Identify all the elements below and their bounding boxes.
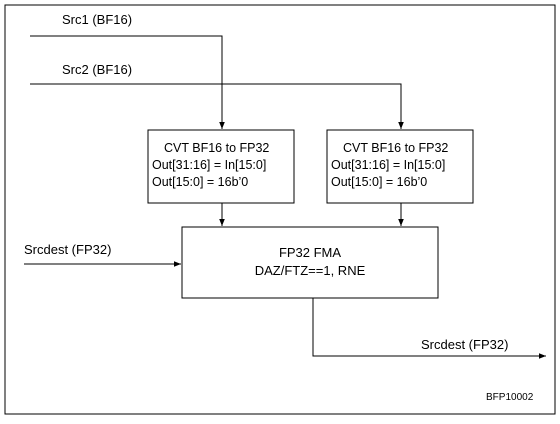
cvt-right-line2: Out[31:16] = In[15:0] [331, 158, 445, 172]
cvt-right-box [326, 129, 474, 204]
cvt-right-line1: CVT BF16 to FP32 [343, 141, 448, 155]
figure-frame [4, 4, 556, 415]
output-label: Srcdest (FP32) [421, 337, 508, 352]
figure-id: BFP10002 [486, 392, 534, 403]
src2-label: Src2 (BF16) [62, 62, 132, 77]
fma-box [181, 226, 439, 299]
cvt-left-box [147, 129, 295, 204]
src2-wire [30, 83, 404, 129]
cvt-right-line3: Out[15:0] = 16b’0 [331, 175, 427, 189]
srcdest-input-label: Srcdest (FP32) [24, 242, 111, 257]
fma-line1: FP32 FMA [279, 245, 341, 260]
fma-line2: DAZ/FTZ==1, RNE [255, 263, 366, 278]
cvt-left-line3: Out[15:0] = 16b’0 [152, 175, 248, 189]
src1-wire [30, 35, 225, 129]
cvt-left-line2: Out[31:16] = In[15:0] [152, 158, 266, 172]
src1-label: Src1 (BF16) [62, 12, 132, 27]
cvt-left-line1: CVT BF16 to FP32 [164, 141, 269, 155]
output-wire [312, 298, 546, 359]
